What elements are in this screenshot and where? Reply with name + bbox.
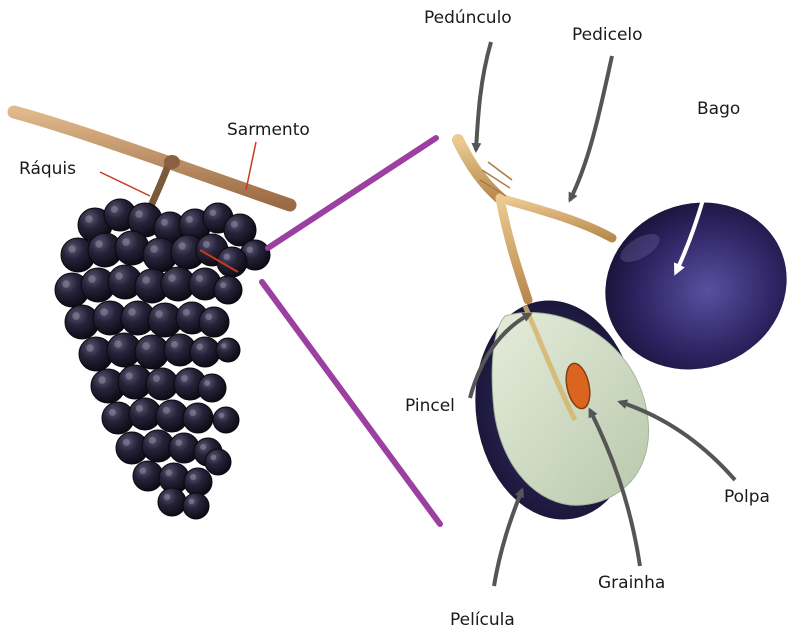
grape-berry bbox=[214, 276, 242, 304]
grape-berry bbox=[190, 337, 220, 367]
grape-highlight bbox=[223, 253, 230, 260]
grape-highlight bbox=[189, 409, 196, 416]
grape-berry bbox=[213, 407, 239, 433]
grape-highlight bbox=[109, 409, 116, 416]
grape-highlight bbox=[155, 310, 162, 317]
grape-highlight bbox=[196, 343, 203, 350]
grape-highlight bbox=[88, 275, 95, 282]
grape-highlight bbox=[181, 375, 188, 382]
grape-highlight bbox=[72, 312, 79, 319]
grape-highlight bbox=[211, 455, 217, 461]
grape-highlight bbox=[204, 380, 210, 386]
grape-highlight bbox=[220, 282, 226, 288]
grape-highlight bbox=[122, 238, 129, 245]
grape-highlight bbox=[190, 474, 196, 480]
grape-highlight bbox=[135, 210, 142, 217]
grape-highlight bbox=[149, 437, 156, 444]
grape-highlight bbox=[153, 375, 160, 382]
grape-highlight bbox=[165, 469, 172, 476]
label-raquis: Ráquis bbox=[19, 161, 76, 178]
grape-berry bbox=[146, 368, 178, 400]
grape-berry bbox=[183, 403, 213, 433]
label-brush: Pincel bbox=[405, 398, 455, 415]
label-peduncle: Pedúnculo bbox=[424, 10, 512, 27]
grape-highlight bbox=[205, 313, 212, 320]
grape-highlight bbox=[136, 405, 143, 412]
grape-highlight bbox=[142, 276, 149, 283]
grape-highlight bbox=[168, 274, 175, 281]
grape-berry bbox=[216, 338, 240, 362]
grape-berry bbox=[198, 374, 226, 402]
label-sarmento: Sarmento bbox=[227, 122, 310, 139]
grape-highlight bbox=[161, 219, 168, 226]
grape-highlight bbox=[203, 241, 210, 248]
label-seed: Grainha bbox=[598, 575, 665, 592]
grape-highlight bbox=[111, 206, 118, 213]
grape-highlight bbox=[142, 342, 149, 349]
grape-bunch bbox=[55, 199, 270, 519]
grape-highlight bbox=[246, 246, 253, 253]
label-pedicel: Pedicelo bbox=[572, 27, 643, 44]
grape-highlight bbox=[209, 209, 216, 216]
label-skin: Película bbox=[450, 612, 515, 629]
grape-highlight bbox=[164, 494, 170, 500]
grape-highlight bbox=[115, 272, 122, 279]
raquis-leader bbox=[100, 172, 150, 196]
grape-berry bbox=[205, 449, 231, 475]
grape-highlight bbox=[123, 439, 130, 446]
grape-highlight bbox=[100, 308, 107, 315]
grape-highlight bbox=[86, 344, 93, 351]
label-pulp: Polpa bbox=[724, 489, 770, 506]
grape-highlight bbox=[183, 309, 190, 316]
grape-berry bbox=[184, 468, 212, 496]
grape-highlight bbox=[114, 340, 121, 347]
grape-highlight bbox=[171, 341, 178, 348]
grape-berry bbox=[199, 307, 229, 337]
grape-berry bbox=[183, 493, 209, 519]
grape-berry bbox=[158, 488, 186, 516]
grape-highlight bbox=[200, 444, 206, 450]
grape-highlight bbox=[68, 245, 75, 252]
zoom-connector-top bbox=[268, 138, 436, 248]
stem-peduncle-pedicel bbox=[458, 140, 612, 300]
grape-highlight bbox=[98, 376, 105, 383]
grape-highlight bbox=[85, 215, 92, 222]
grape-highlight bbox=[95, 240, 102, 247]
grape-highlight bbox=[128, 308, 135, 315]
grape-highlight bbox=[178, 242, 185, 249]
grape-berry bbox=[133, 461, 163, 491]
grape-highlight bbox=[125, 372, 132, 379]
grape-highlight bbox=[139, 467, 146, 474]
grape-highlight bbox=[189, 499, 195, 505]
label-berry: Bago bbox=[697, 101, 740, 118]
grape-highlight bbox=[231, 221, 238, 228]
grape-highlight bbox=[186, 216, 193, 223]
grape-highlight bbox=[219, 413, 225, 419]
grape-highlight bbox=[196, 275, 203, 282]
grape-highlight bbox=[163, 407, 170, 414]
grape-highlight bbox=[175, 439, 182, 446]
grape-highlight bbox=[62, 280, 69, 287]
grape-highlight bbox=[221, 343, 226, 348]
grape-highlight bbox=[150, 245, 157, 252]
sarmento-leader bbox=[246, 142, 256, 190]
